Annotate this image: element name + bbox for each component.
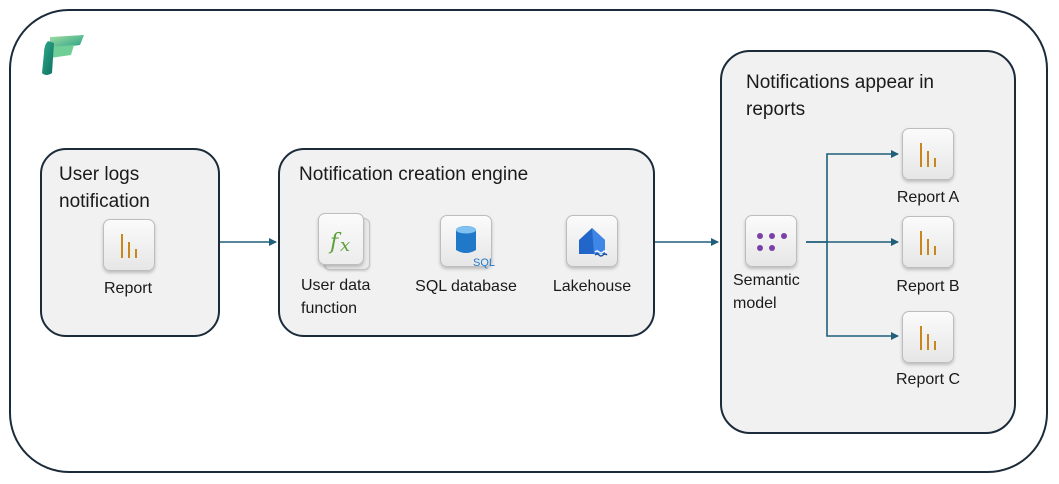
reports-box-title-line1: Notifications appear in (746, 72, 934, 93)
semantic-label-line2: model (733, 295, 777, 312)
report-label: Report (103, 280, 153, 297)
report-c-label: Report C (895, 371, 961, 388)
report-c-icon[interactable] (902, 311, 954, 363)
arrow-semantic-to-report-a (806, 150, 899, 243)
notification-engine-title: Notification creation engine (299, 164, 529, 185)
lakehouse-label: Lakehouse (552, 278, 632, 295)
reports-box-title-line2: reports (746, 99, 806, 120)
function-fx-icon[interactable]: f x (318, 213, 364, 265)
user-logs-title: User logs notification (59, 161, 150, 215)
fabric-logo-icon (40, 33, 88, 79)
report-a-icon[interactable] (902, 128, 954, 180)
semantic-label-line1: Semantic (733, 272, 800, 289)
user-logs-title-line2: notification (59, 191, 150, 212)
report-b-label: Report B (896, 278, 960, 295)
udf-label-line1: User data (301, 277, 371, 294)
svg-text:x: x (340, 235, 350, 256)
sql-database-label: SQL database (415, 278, 517, 295)
udf-label: User data function (301, 274, 370, 320)
sql-database-icon[interactable] (440, 215, 492, 267)
semantic-model-label: Semantic model (733, 269, 800, 315)
report-a-label: Report A (896, 189, 960, 206)
reports-box-title: Notifications appear in reports (746, 69, 934, 123)
semantic-model-icon[interactable] (745, 215, 797, 267)
report-icon[interactable] (103, 219, 155, 271)
sql-badge: SQL (473, 257, 496, 269)
user-logs-title-line1: User logs (59, 164, 140, 185)
udf-label-line2: function (301, 300, 358, 317)
lakehouse-icon[interactable] (566, 215, 618, 267)
report-b-icon[interactable] (902, 216, 954, 268)
arrow-semantic-to-report-c (826, 242, 899, 340)
